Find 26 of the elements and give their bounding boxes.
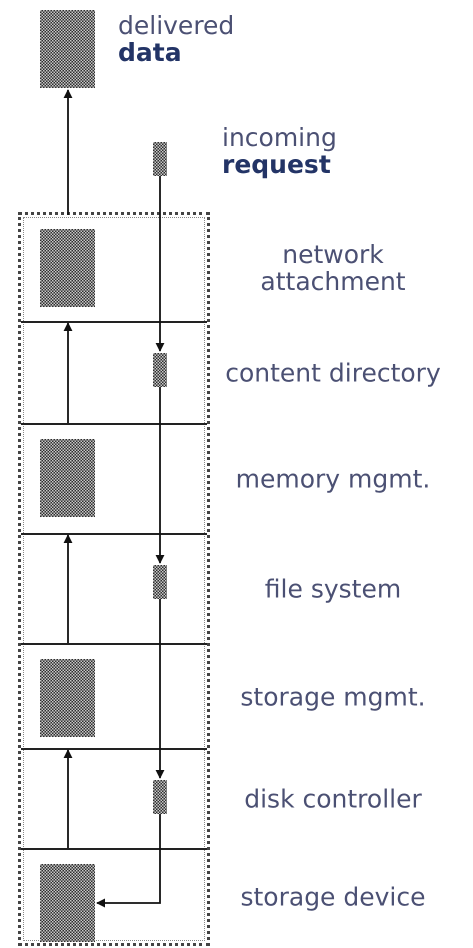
arrow	[64, 322, 72, 423]
request-block	[153, 142, 167, 176]
data-block	[40, 229, 95, 307]
data-block	[40, 659, 95, 737]
layer-label: file system	[264, 576, 402, 602]
layer-label: network attachment	[259, 241, 407, 295]
arrow	[64, 749, 72, 848]
arrow	[64, 534, 72, 643]
arrow	[156, 599, 164, 779]
layer-label: storage mgmt.	[239, 683, 427, 710]
request-block	[153, 565, 167, 599]
data-block	[40, 10, 95, 88]
block-caption: delivered data	[118, 12, 236, 66]
layer-label: disk controller	[243, 786, 423, 812]
block-caption: incoming request	[222, 124, 338, 178]
data-block	[40, 864, 95, 942]
arrow	[96, 814, 161, 908]
request-block	[153, 780, 167, 814]
layer-label: storage device	[239, 883, 427, 910]
arrow	[156, 387, 164, 564]
request-block	[153, 353, 167, 387]
arrow	[64, 89, 72, 215]
arrow	[156, 176, 164, 352]
layer-label: memory mgmt.	[234, 466, 432, 492]
layer-label: content directory	[224, 360, 442, 386]
data-block	[40, 439, 95, 517]
